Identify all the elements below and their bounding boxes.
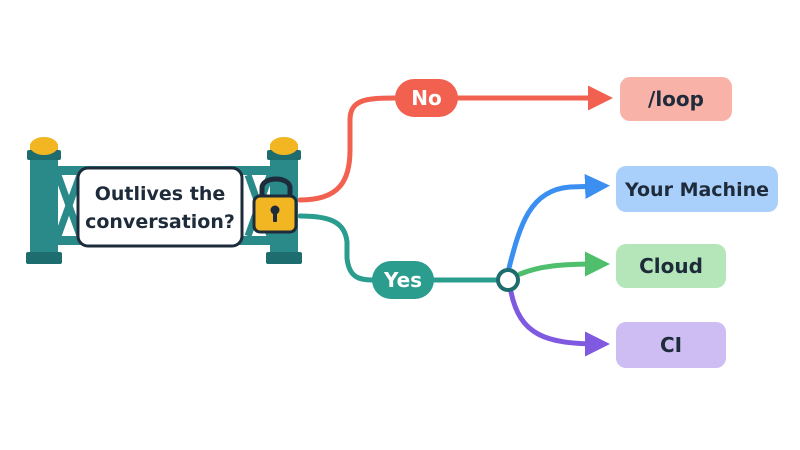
yes-label: Yes <box>372 261 434 299</box>
no-label: No <box>395 79 458 117</box>
no-branch-connector <box>297 95 398 203</box>
hub-to-your-machine-arrow <box>506 174 610 271</box>
hub-to-cloud-arrow <box>517 251 610 277</box>
yes-branch-connector <box>297 213 375 283</box>
outcome-cloud-label: Cloud <box>639 254 703 278</box>
no-label-text: No <box>411 86 441 110</box>
outcome-loop: /loop <box>620 77 732 121</box>
hub-to-ci-arrow <box>508 289 610 357</box>
question-line-1: Outlives the <box>95 183 225 205</box>
outcome-loop-label: /loop <box>648 87 704 111</box>
question-node: Outlives the conversation? <box>76 166 244 248</box>
junction-node <box>496 268 520 292</box>
question-line-2: conversation? <box>85 211 235 233</box>
padlock-icon <box>252 176 298 234</box>
outcome-your-machine: Your Machine <box>616 166 778 212</box>
outcome-ci: CI <box>616 322 726 368</box>
outcome-your-machine-label: Your Machine <box>624 179 769 201</box>
outcome-ci-label: CI <box>660 333 682 357</box>
outcome-cloud: Cloud <box>616 244 726 288</box>
yes-label-text: Yes <box>383 268 422 292</box>
